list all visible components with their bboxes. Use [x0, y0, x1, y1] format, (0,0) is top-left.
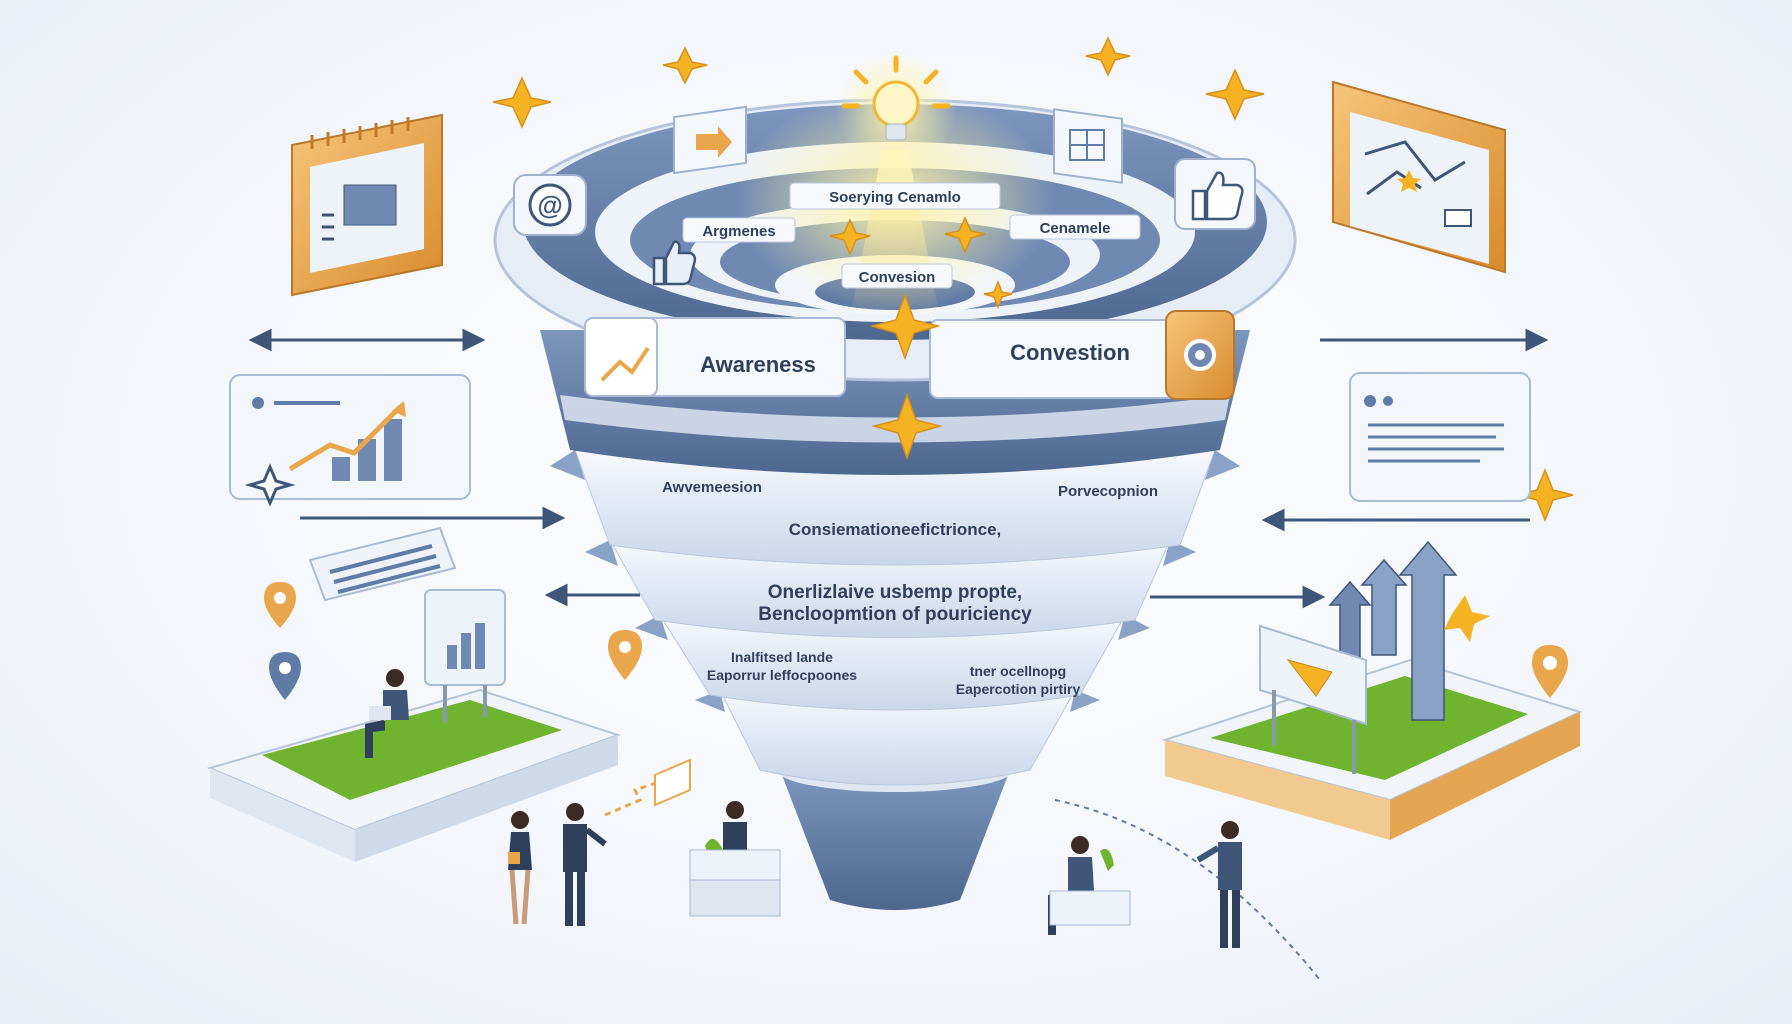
tier2-label-line1: Onerlizlaive usbemp propte,	[768, 582, 1022, 603]
label-inner-left: Argmenes	[682, 217, 796, 243]
thumbs-up-icon	[1174, 158, 1256, 230]
billboard-icon	[424, 589, 506, 723]
thumbs-up-small-icon	[652, 240, 697, 286]
sparkle-icon	[871, 392, 943, 461]
tier3-left-label-line2: Eaporrur leffocpoones	[707, 667, 857, 683]
sparkle-icon	[1085, 36, 1131, 77]
sparkle-icon	[944, 216, 986, 254]
person-pointing	[1196, 821, 1242, 948]
tier3-right-label-line2: Eapercotion pirtiry	[956, 681, 1081, 697]
svg-text:Convesion: Convesion	[859, 269, 936, 286]
trend-arrow-icon	[600, 346, 650, 382]
funnel-spout	[780, 770, 1010, 910]
sparkle-icon	[869, 292, 941, 361]
label-top-ring: Soerying Cenamlo	[789, 182, 1001, 210]
tier1-left-label: Awvemeesion	[662, 479, 762, 496]
arrow-right-lower	[1150, 585, 1326, 609]
at-sign-icon: @	[513, 174, 587, 236]
chart-icon	[229, 374, 471, 507]
arrow-card-icon	[673, 105, 747, 175]
person-man-standing	[563, 803, 607, 926]
arrow-right-middle	[1261, 508, 1530, 532]
rim-card-right: Convestion	[929, 319, 1181, 399]
arrow-up-icon	[1328, 540, 1490, 721]
funnel-tier-3	[659, 614, 1126, 711]
funnel-tier-4	[719, 689, 1076, 786]
sparkle-icon	[492, 76, 552, 129]
person-seated-bench	[1048, 836, 1131, 935]
grid-card-icon	[1053, 108, 1123, 184]
lightbulb-icon	[836, 50, 956, 170]
map-pin-icon	[1532, 645, 1568, 698]
svg-text:Soerying Cenamlo: Soerying Cenamlo	[829, 189, 961, 206]
text-sheet-icon	[308, 526, 457, 602]
label-inner-right: Cenamele	[1009, 214, 1141, 240]
tier3-left-label-line1: Inalfitsed lande	[731, 649, 833, 665]
person-seated-laptop	[365, 669, 419, 758]
message-card	[1349, 372, 1531, 502]
tier3-right-label-line1: tner ocellnopg	[970, 663, 1066, 679]
funnel-tier-2	[609, 539, 1171, 638]
sparkle-icon	[662, 46, 708, 85]
person-woman	[508, 811, 532, 925]
tier1-right-label: Porvecopnion	[1058, 483, 1158, 500]
funnel-tier-1	[574, 449, 1216, 566]
svg-text:@: @	[537, 190, 562, 220]
left-platform	[207, 688, 622, 862]
rim-label-right: Convestion	[1010, 340, 1130, 365]
sparkle-icon	[983, 279, 1013, 310]
tier1-center-label: Consiemationeefictrionce,	[789, 520, 1002, 539]
sparkle-icon	[829, 218, 871, 256]
diamond-billboard-icon	[1259, 624, 1367, 774]
label-center: Convesion	[841, 263, 953, 289]
rim-card-left: Awareness	[584, 317, 846, 397]
growth-card	[1332, 80, 1506, 274]
arrow-left-lower	[544, 583, 640, 607]
arrow-left-middle	[300, 506, 566, 530]
sparkle-icon	[1205, 68, 1265, 121]
person-desk	[689, 801, 781, 917]
arrow-left-top	[248, 328, 486, 352]
tier2-label-line2: Bencloopmtion of pouriciency	[758, 604, 1032, 625]
svg-text:Cenamele: Cenamele	[1040, 220, 1111, 237]
arrow-right-top	[1320, 328, 1549, 352]
rim-label-left: Awareness	[700, 352, 816, 377]
dashed-connector	[604, 758, 691, 817]
document-card	[291, 113, 443, 297]
gear-icon	[1165, 310, 1235, 400]
right-platform	[1161, 658, 1583, 840]
map-pin-icon	[264, 582, 642, 700]
svg-text:Argmenes: Argmenes	[702, 223, 775, 240]
dashed-path	[1054, 799, 1321, 981]
